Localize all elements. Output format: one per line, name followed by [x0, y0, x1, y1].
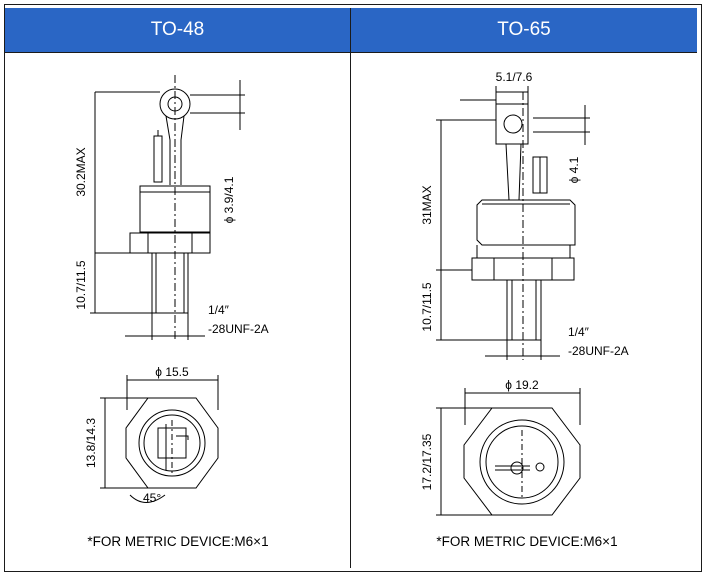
- to48-bottom-view: [100, 375, 219, 503]
- to48-stud-length-label: 10.7/11.5: [74, 260, 88, 309]
- panel-divider: [350, 8, 351, 568]
- to48-seat-circle: [138, 409, 206, 477]
- to65-terminal-tab: [495, 103, 529, 145]
- to65-stud: [506, 279, 542, 341]
- to65-hex-dia-label: ϕ 19.2: [505, 378, 539, 392]
- to48-angle-label: 45°: [143, 491, 161, 505]
- to48-hex-dia-label: ϕ 15.5: [155, 365, 189, 379]
- to48-hex-flat-label: 13.8/14.3: [84, 418, 98, 468]
- to48-lead-dia-label: ϕ 3.9/4.1: [222, 176, 236, 223]
- to65-terminal-hole: [503, 114, 523, 134]
- to65-case: [476, 199, 576, 246]
- to65-thread-bottom-label: -28UNF-2A: [568, 344, 629, 358]
- to48-height-label: 30.2MAX: [74, 147, 88, 196]
- to48-hex-nut: [129, 232, 211, 254]
- to48-metric-note: *FOR METRIC DEVICE:M6×1: [87, 534, 268, 549]
- to48-gate-lead: [153, 135, 163, 183]
- to65-height-label: 31MAX: [420, 185, 434, 224]
- to48-side-view: [90, 75, 245, 340]
- to65-hex-flat-label: 17.2/17.35: [420, 433, 434, 490]
- to48-stud: [151, 252, 189, 314]
- to65-terminal-width-label: 5.1/7.6: [496, 70, 533, 84]
- to65-lead-dia-label: ϕ 4.1: [567, 156, 581, 183]
- to65-hex-outline: [463, 407, 581, 516]
- to48-case: [139, 185, 211, 233]
- to65-metric-note: *FOR METRIC DEVICE:M6×1: [436, 534, 617, 549]
- header-to48: TO-48: [5, 8, 350, 53]
- header-to65: TO-65: [351, 8, 697, 53]
- to48-strap: [165, 115, 185, 185]
- to65-stud-length-label: 10.7/11.5: [420, 282, 434, 331]
- to65-seat-circle: [479, 419, 565, 505]
- to48-hex-outline: [125, 397, 219, 489]
- to48-thread-top-label: 1/4″: [208, 303, 230, 317]
- to65-side-view: [436, 86, 590, 360]
- drawing-frame: [4, 4, 702, 572]
- to48-thread-bottom-label: -28UNF-2A: [208, 322, 269, 336]
- to65-bottom-view: [436, 388, 581, 516]
- to65-thread-top-label: 1/4″: [568, 325, 590, 339]
